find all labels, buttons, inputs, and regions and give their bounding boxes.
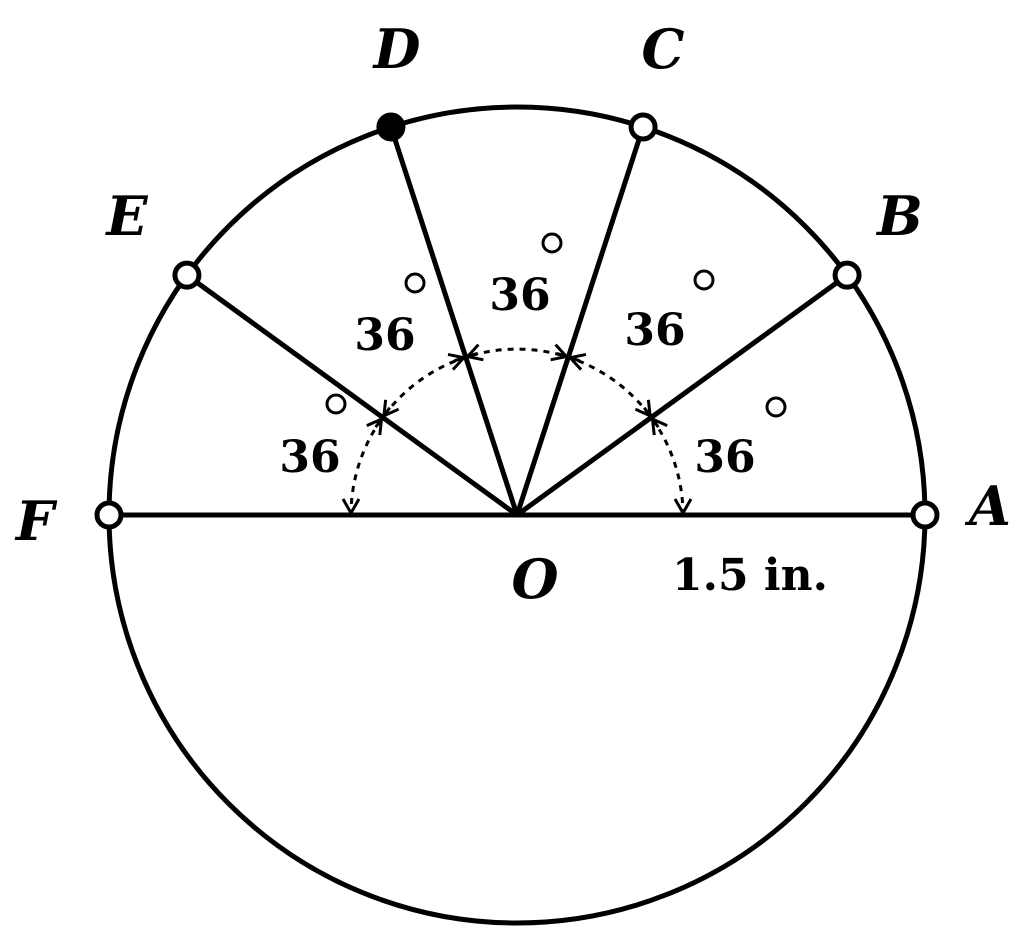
label-E: E bbox=[104, 184, 148, 248]
angle-label-3: 36 bbox=[489, 270, 550, 321]
label-F: F bbox=[14, 489, 58, 553]
arrowhead bbox=[366, 416, 384, 436]
radius-OE bbox=[185, 273, 519, 518]
arrowhead bbox=[673, 498, 693, 517]
point-D bbox=[376, 112, 406, 142]
arrowhead bbox=[634, 399, 652, 419]
point-E bbox=[172, 260, 202, 290]
label-B: B bbox=[875, 184, 923, 248]
degree-symbol-2 bbox=[693, 269, 715, 291]
arrowhead bbox=[464, 343, 484, 362]
angle-label-1: 36 bbox=[694, 432, 755, 483]
label-C: C bbox=[642, 17, 685, 81]
degree-symbol-1 bbox=[765, 396, 787, 418]
radius-OD bbox=[388, 126, 520, 516]
arrowhead bbox=[650, 416, 668, 436]
point-B bbox=[832, 260, 862, 290]
point-A bbox=[910, 500, 940, 530]
angle-label-4: 36 bbox=[354, 310, 415, 361]
angle-label-5: 36 bbox=[279, 432, 340, 483]
angle-label-2: 36 bbox=[624, 305, 685, 356]
radius-label: 1.5 in. bbox=[672, 550, 828, 601]
point-F bbox=[94, 500, 124, 530]
arrowhead bbox=[382, 399, 400, 419]
radius-OC bbox=[514, 126, 646, 516]
arrowhead bbox=[341, 498, 361, 517]
degree-symbol-5 bbox=[325, 393, 347, 415]
label-D: D bbox=[372, 17, 421, 81]
arrowhead bbox=[567, 352, 587, 371]
point-C bbox=[628, 112, 658, 142]
degree-symbol-3 bbox=[541, 232, 563, 254]
arrowhead bbox=[550, 343, 570, 362]
label-A: A bbox=[964, 474, 1011, 538]
radius-OB bbox=[515, 273, 849, 518]
degree-symbol-4 bbox=[404, 272, 426, 294]
label-O: O bbox=[511, 547, 558, 611]
arrowhead bbox=[447, 352, 467, 371]
